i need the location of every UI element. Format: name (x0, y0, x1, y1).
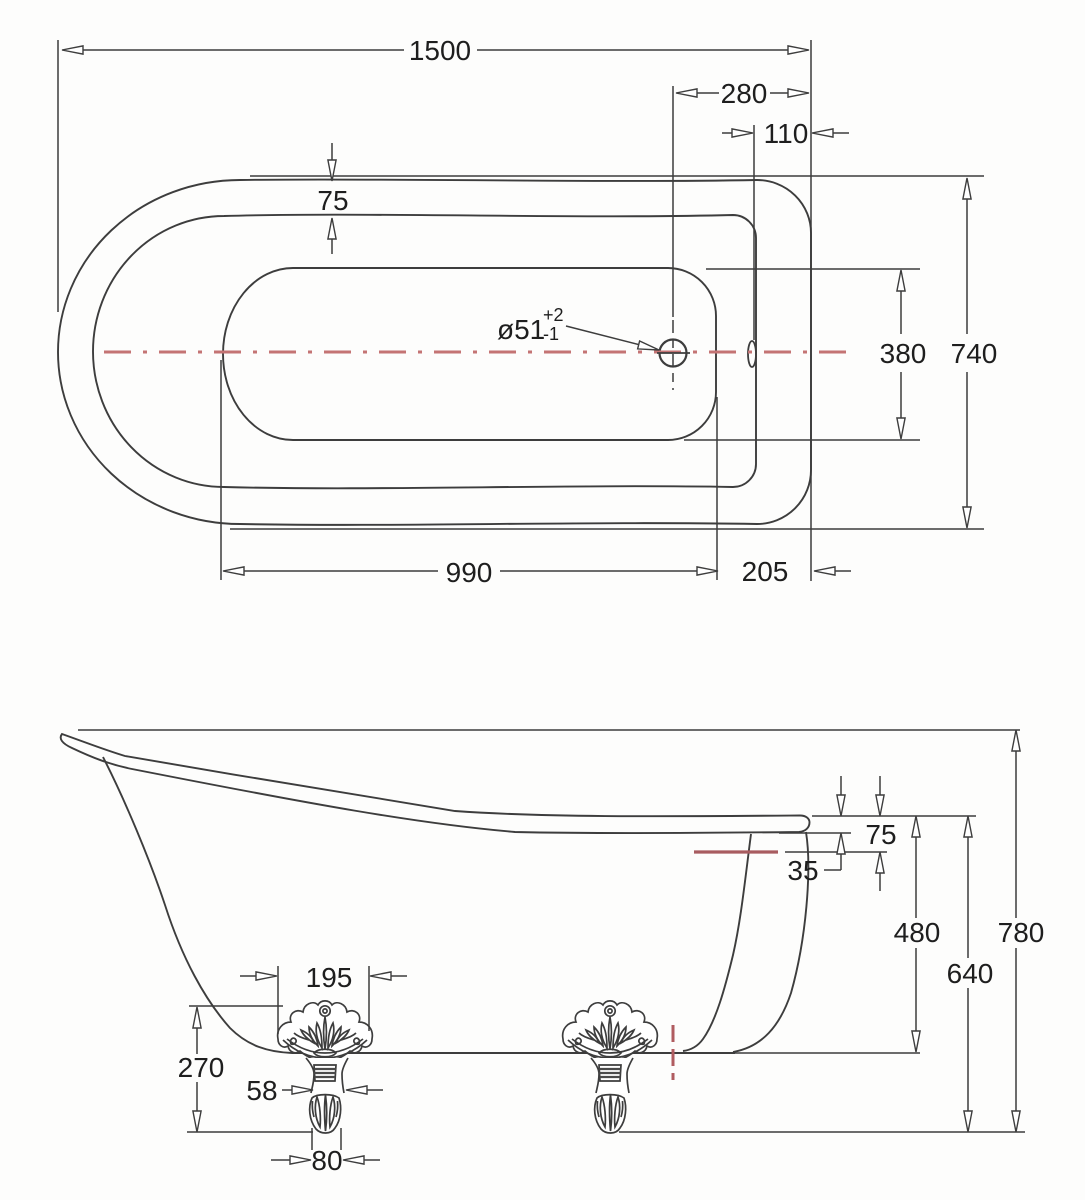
svg-text:58: 58 (246, 1075, 277, 1106)
svg-text:75: 75 (865, 819, 896, 850)
svg-text:80: 80 (311, 1145, 342, 1176)
svg-text:75: 75 (317, 185, 348, 216)
svg-text:110: 110 (764, 118, 809, 149)
svg-text:195: 195 (306, 962, 353, 993)
svg-text:1500: 1500 (409, 35, 471, 66)
svg-text:+2: +2 (543, 305, 564, 325)
svg-text:780: 780 (998, 917, 1045, 948)
svg-text:205: 205 (742, 556, 789, 587)
svg-text:480: 480 (894, 917, 941, 948)
svg-text:640: 640 (947, 958, 994, 989)
svg-text:ø51: ø51 (497, 314, 545, 345)
svg-text:280: 280 (721, 78, 768, 109)
svg-text:-1: -1 (543, 324, 559, 344)
svg-text:380: 380 (880, 338, 927, 369)
svg-text:35: 35 (787, 855, 818, 886)
svg-text:990: 990 (446, 557, 493, 588)
svg-text:740: 740 (951, 338, 998, 369)
svg-text:270: 270 (178, 1052, 225, 1083)
